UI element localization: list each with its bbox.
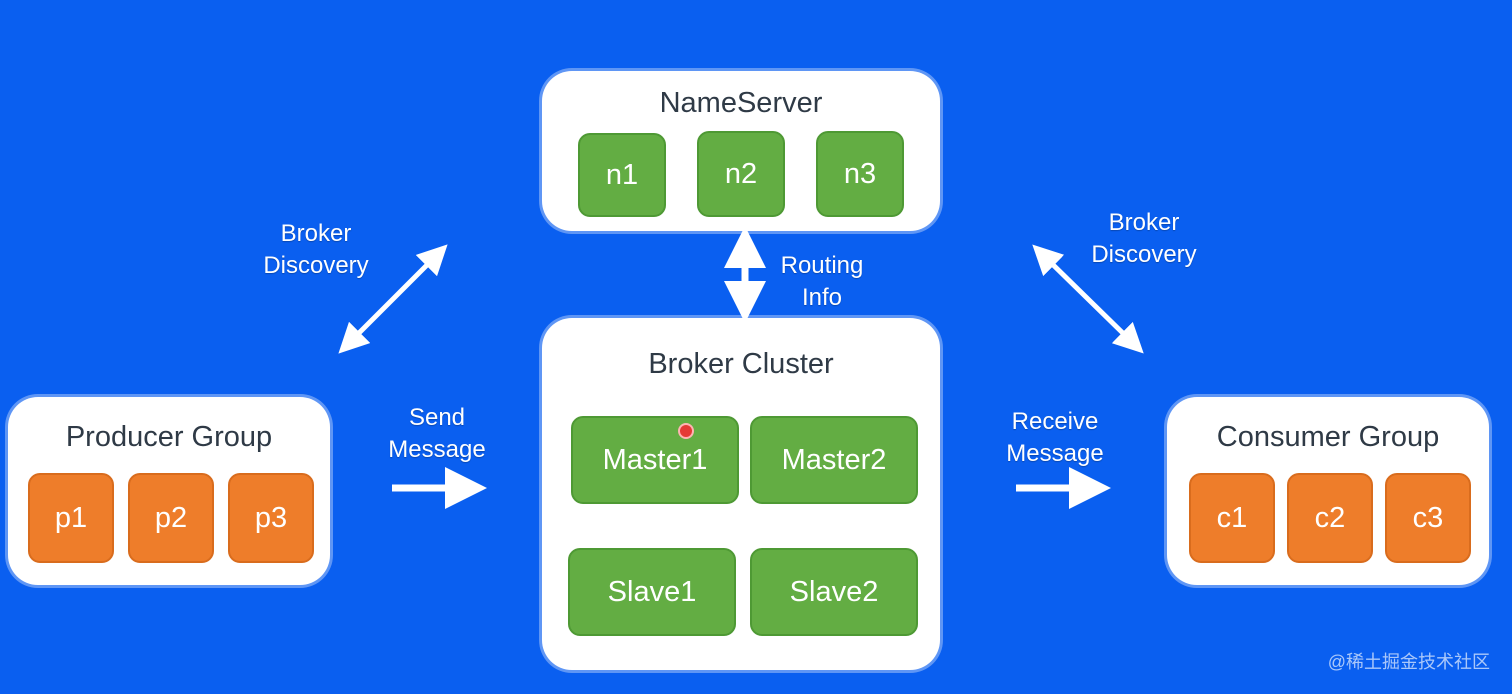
nameserver-title: NameServer: [659, 87, 823, 119]
nameserver-node-n2: n2: [697, 131, 785, 217]
broker-master2: Master2: [750, 416, 918, 504]
broker-discovery-left-arrow: [338, 244, 448, 354]
broker-slave1: Slave1: [568, 548, 736, 636]
broker-discovery-right-line1: Broker: [1108, 209, 1180, 236]
producer-group-title: Producer Group: [65, 421, 273, 453]
nameserver-node-n3: n3: [816, 131, 904, 217]
consumer-group-title: Consumer Group: [1216, 421, 1440, 453]
routing-info-line1: Routing: [780, 252, 864, 279]
broker-master1: Master1: [571, 416, 739, 504]
broker-cluster-panel: Broker Cluster Master1 Master2 Slave1 Sl…: [542, 318, 940, 670]
consumer-node-c1: c1: [1189, 473, 1275, 563]
broker-cluster-title: Broker Cluster: [648, 348, 834, 380]
broker-slave2: Slave2: [750, 548, 918, 636]
send-message-label: Send Message: [372, 402, 502, 466]
producer-group-panel: Producer Group p1 p2 p3: [8, 397, 330, 585]
routing-info-label: Routing Info: [762, 250, 882, 314]
receive-message-label: Receive Message: [990, 406, 1120, 470]
broker-discovery-right-line2: Discovery: [1091, 241, 1197, 268]
send-message-line2: Message: [388, 436, 486, 463]
broker-discovery-right-label: Broker Discovery: [1074, 207, 1214, 271]
receive-message-line2: Message: [1006, 440, 1104, 467]
producer-node-p3: p3: [228, 473, 314, 563]
receive-message-line1: Receive: [1011, 408, 1099, 435]
nameserver-node-n1: n1: [578, 133, 666, 217]
producer-node-p1: p1: [28, 473, 114, 563]
producer-node-p2: p2: [128, 473, 214, 563]
consumer-group-panel: Consumer Group c1 c2 c3: [1167, 397, 1489, 585]
routing-info-line2: Info: [801, 284, 843, 311]
broker-discovery-left-line1: Broker: [280, 220, 352, 247]
send-message-line1: Send: [408, 404, 466, 431]
nameserver-panel: NameServer n1 n2 n3: [542, 71, 940, 231]
consumer-node-c3: c3: [1385, 473, 1471, 563]
watermark: @稀土掘金技术社区: [1327, 652, 1490, 672]
consumer-node-c2: c2: [1287, 473, 1373, 563]
broker-discovery-left-label: Broker Discovery: [246, 218, 386, 282]
broker-discovery-right-arrow: [1032, 244, 1144, 354]
cursor-dot: [678, 423, 694, 439]
broker-discovery-left-line2: Discovery: [263, 252, 369, 279]
